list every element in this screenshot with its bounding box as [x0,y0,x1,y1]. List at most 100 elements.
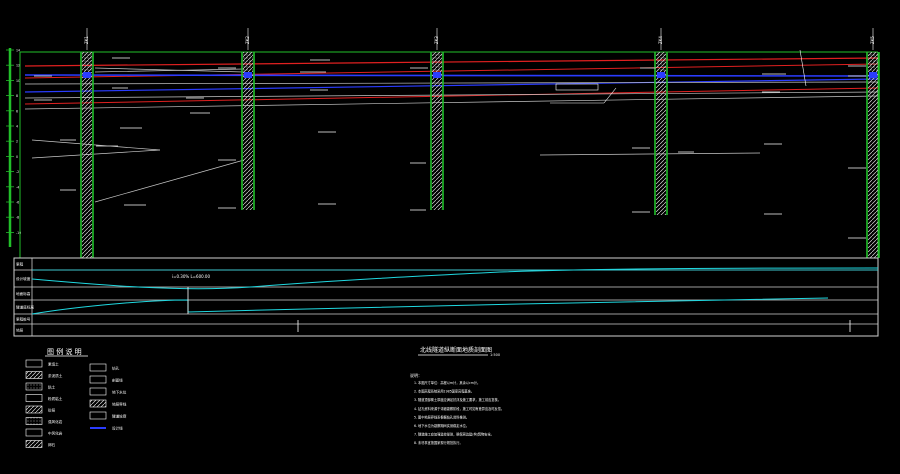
borehole-fill-top [868,52,878,72]
note-line: 6. 地下水位为勘察期间实测稳定水位。 [414,423,469,428]
ruler-tick-label: -10 [16,231,21,235]
stratum-line-4 [31,139,161,151]
water-mark [869,72,877,78]
profile-annotations [34,57,866,239]
legend-label: 粘土 [48,385,56,390]
legend-swatch [89,387,107,396]
borehole-group: ZK1 ZK2 ZK3 ZK4 ZK5 [80,28,880,258]
legend-label: 地下水位 [112,390,127,395]
legend-right-item: 地层界线 [89,399,127,408]
table-row-label: 地层 [16,328,24,333]
legend-swatch [25,371,43,379]
borehole-zk5: ZK5 [866,28,880,258]
legend-label: 隧道轮廓 [112,414,127,419]
table-grade-text: i=0.30% L=600.00 [172,274,210,279]
legend-swatch [89,399,107,408]
ruler-tick-label: 8 [16,94,18,98]
legend-swatch [89,375,107,384]
stratum-line-3 [24,95,879,110]
legend-right-item: 剖面线 [89,375,123,384]
borehole-zk3: ZK3 [430,28,444,210]
stratum-line-6 [94,159,245,203]
legend-swatch [89,411,107,420]
borehole-hatch [868,52,878,258]
borehole-zk1: ZK1 [80,28,94,258]
table-row-label: 里程 [16,262,24,267]
borehole-zk2: ZK2 [241,28,255,210]
water-mark [657,72,665,78]
legend-swatch [25,440,43,448]
note-line: 8. 未尽事宜按国家现行规范执行。 [414,440,463,445]
borehole-label: ZK3 [434,36,439,44]
ruler-tick-label: 0 [16,155,18,159]
legend-swatch [25,359,43,368]
ground-profile-cyan [31,267,879,290]
borehole-zk4: ZK4 [654,28,668,215]
note-line: 7. 隧道施工应加强监控量测，确保周边建(构)筑物安全。 [414,432,494,437]
profile-title: 北线隧道纵断面地质剖面图 [420,346,492,354]
legend-swatch [25,417,43,425]
ruler-tick-label: 14 [16,49,20,53]
stratum-line-5 [31,149,161,159]
table-row-label: 里程桩号 [16,317,31,322]
water-mark [244,72,252,78]
ruler-tick-label: 12 [16,64,20,68]
borehole-fill-top [656,52,666,72]
water-level-blue [24,74,879,77]
leader-note [550,49,807,104]
borehole-fill-top [432,52,442,72]
water-mark [83,72,91,78]
borehole-hatch [82,52,92,258]
table-row-label: 设计坡度 [16,276,31,281]
note-line: 5. 图中地层界线系根据钻孔资料推测。 [414,414,469,419]
note-line: 4. 钻孔资料来源于详细勘察阶段，施工时如有差异应及时反馈。 [414,406,504,411]
ground-line-red [24,57,879,67]
legend-label: 地层界线 [112,402,127,407]
legend-label: 素填土 [48,362,59,367]
ruler-tick-label: 10 [16,79,20,83]
table-row-label: 地面标高 [16,291,31,296]
ruler-tick-label: -8 [16,216,19,220]
legend-label: 钻孔 [112,366,120,371]
stratum-line-9 [94,68,245,73]
notes-block: 北线隧道纵断面地质剖面图 1:500 说明： 1. 本图尺寸单位：高程以m计，其… [410,346,504,445]
borehole-label: ZK1 [84,36,89,44]
borehole-fill-top [82,52,92,72]
note-line: 1. 本图尺寸单位：高程以m计，其余以cm计。 [414,380,480,385]
borehole-fill-top [243,52,253,72]
borehole-label: ZK2 [245,36,250,44]
ruler-tick-label: -4 [16,185,19,189]
legend-label: 卵石 [48,442,56,447]
water-mark [433,72,441,78]
stratum-line-1 [24,81,879,85]
legend-label: 强风化岩 [48,419,63,424]
legend-swatch [25,394,43,402]
legend-label: 粉质粘土 [48,396,63,401]
legend-title: 图 例 说 明 [47,347,82,356]
legend-label: 淤泥质土 [48,373,63,378]
stratum-line-2 [24,91,879,99]
legend-label: 砂层 [48,408,56,413]
borehole-hatch [656,52,666,215]
ruler-tick-label: 2 [16,140,18,144]
profile-scale: 1:500 [490,353,500,357]
legend-swatch [25,428,43,437]
legend-right-item: 设计线 [90,426,123,431]
note-line: 3. 隧道顶部覆土厚度应满足抗浮及施工要求，施工前应复核。 [414,397,501,402]
tunnel-profile-cyan [31,297,829,315]
design-lines [24,57,879,203]
ruler-tick-label: 4 [16,125,18,129]
legend-right-item: 钻孔 [89,363,120,372]
stratum-line-7 [539,152,761,156]
notes-heading: 说明： [410,372,422,378]
legend-swatch [25,405,43,414]
stratum-line-8 [94,67,245,73]
borehole-label: ZK5 [870,36,875,44]
ruler-tick-label: 6 [16,109,18,113]
design-line-blue [24,78,879,93]
note-line: 2. 本图高程系统采用1985国家高程基准。 [414,389,474,394]
